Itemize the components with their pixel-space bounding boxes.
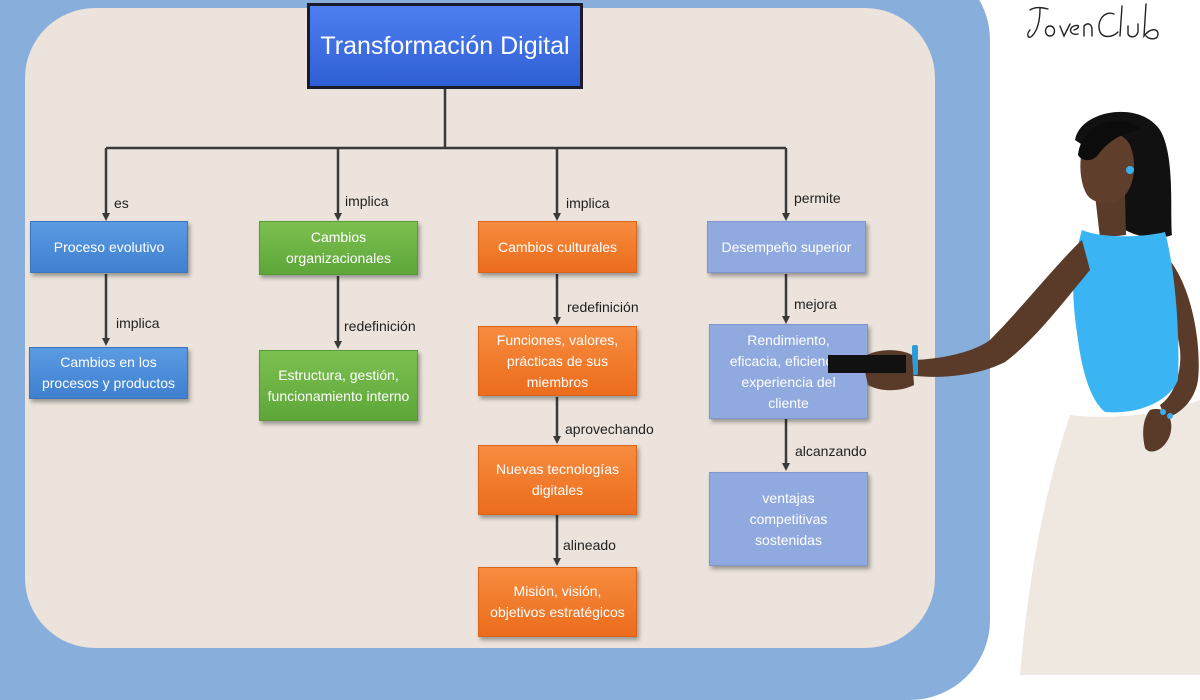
edge-label-permite: permite <box>794 190 841 206</box>
edge-label-aprovechando: aprovechando <box>565 421 654 437</box>
node-cambios-organizacionales: Cambios organizacionales <box>259 221 418 275</box>
earring <box>1126 166 1134 174</box>
edge-label-es: es <box>114 195 129 211</box>
node-funciones: Funciones, valores, prácticas de sus mie… <box>478 326 637 396</box>
presenter-illustration <box>828 111 1200 675</box>
node-estructura: Estructura, gestión, funcionamiento inte… <box>259 350 418 421</box>
top <box>1073 230 1179 413</box>
node-ventajas: ventajas competitivas sostenidas <box>709 472 868 566</box>
title-node: Transformación Digital <box>307 3 583 89</box>
edge-label-implica-procesos: implica <box>116 315 160 331</box>
node-cambios-procesos: Cambios en los procesos y productos <box>29 347 188 399</box>
node-desempeno-superior: Desempeño superior <box>707 221 866 273</box>
node-nuevas-tecnologias: Nuevas tecnologías digitales <box>478 445 637 515</box>
node-mision: Misión, visión, objetivos estratégicos <box>478 567 637 637</box>
edge-label-implica-culturales: implica <box>566 195 610 211</box>
edge-label-redefinicion-funciones: redefinición <box>567 299 639 315</box>
pointer <box>828 355 906 373</box>
jovenclub-logo <box>1027 3 1159 40</box>
bracelet <box>912 345 918 375</box>
skirt <box>1020 400 1200 675</box>
edge-label-mejora: mejora <box>794 296 837 312</box>
edge-label-alineado: alineado <box>563 537 616 553</box>
node-cambios-culturales: Cambios culturales <box>478 221 637 273</box>
edge-label-alcanzando: alcanzando <box>795 443 867 459</box>
connector-lines <box>102 89 790 566</box>
edge-label-redefinicion-estructura: redefinición <box>344 318 416 334</box>
node-proceso-evolutivo: Proceso evolutivo <box>30 221 188 273</box>
edge-label-implica-organizacionales: implica <box>345 193 389 209</box>
